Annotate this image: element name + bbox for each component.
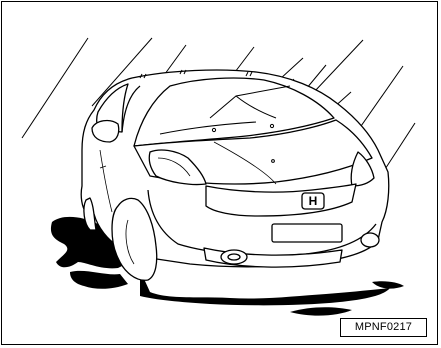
svg-text:H: H (309, 194, 318, 208)
fog-light-right (361, 233, 379, 247)
car-body (81, 70, 389, 280)
honda-emblem: H (302, 193, 324, 209)
figure-code-label: MPNF0217 (340, 318, 427, 337)
license-plate (272, 224, 342, 242)
